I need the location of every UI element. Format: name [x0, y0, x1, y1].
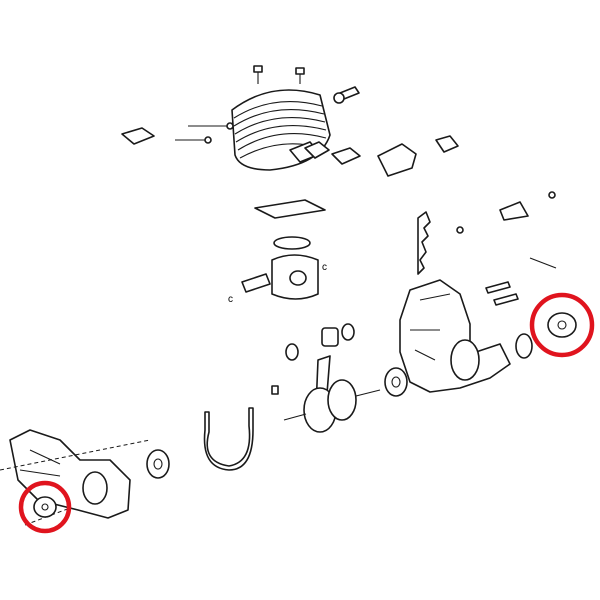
small-bolt: [548, 191, 556, 199]
carb-gasket: [435, 135, 459, 153]
svg-text:c: c: [228, 294, 233, 305]
thrust-washer: [285, 343, 299, 361]
crankcase-gasket: [203, 407, 254, 471]
long-bolt: [529, 257, 557, 269]
needle-bearing: [321, 327, 339, 347]
svg-text:c: c: [322, 262, 327, 273]
thrust-washer: [341, 323, 355, 341]
cylinder: [231, 89, 331, 171]
crank-axis-line: [24, 507, 71, 526]
piston-pin: cc: [228, 262, 327, 305]
base-gasket: [254, 199, 326, 219]
highlight-right-seal: [529, 292, 595, 358]
intake-manifold: [377, 143, 417, 177]
dowel-pins: [485, 281, 519, 306]
crank-axis-line: [0, 439, 151, 471]
crankshaft: [271, 355, 381, 433]
intake-gasket-1: [304, 141, 330, 159]
left-crankshaft-seal: [33, 496, 57, 518]
deflector: [499, 201, 529, 221]
piston-ring: [273, 236, 311, 250]
piston: [271, 254, 319, 300]
left-crankcase: [9, 429, 131, 519]
main-bearing-left: [146, 449, 170, 479]
cylinder-screws: [253, 65, 305, 84]
o-ring: [515, 333, 533, 359]
spark-plug: [333, 86, 360, 104]
cylinder-bolts: [175, 122, 234, 144]
right-crankshaft-seal: [547, 312, 577, 338]
main-bearing-right: [384, 367, 408, 397]
screw: [456, 226, 464, 234]
exhaust-gasket: [121, 127, 155, 145]
highlight-left-seal: [18, 480, 72, 534]
chain-catcher: [417, 211, 431, 275]
right-crankcase: [399, 279, 511, 393]
intake-gasket-2: [331, 147, 361, 165]
